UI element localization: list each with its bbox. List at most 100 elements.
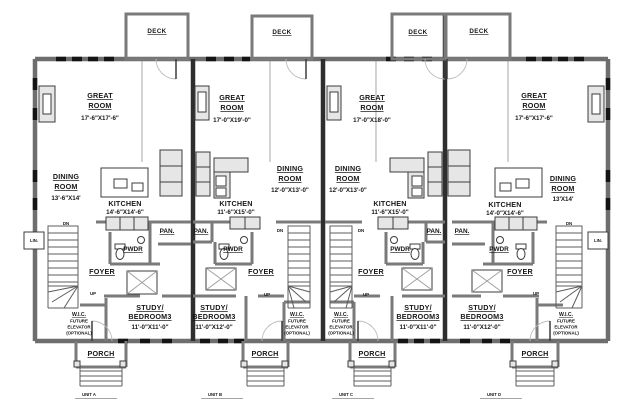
wic-a-name: W.I.C.: [72, 312, 87, 318]
kitchen-a-name: KITCHEN: [108, 199, 141, 208]
great-room-c-dims: 17'-0"X18'-0": [353, 117, 391, 124]
deck-b-outline: [250, 14, 314, 61]
unit-a: DECK: [23, 12, 191, 399]
unit-c-title: UNIT C: [339, 392, 353, 397]
porch-c-label: PORCH: [359, 349, 386, 358]
deck-d-outline: [444, 12, 512, 61]
elevator-box-b: [205, 267, 237, 291]
kitchen-b-dims: 11'-6"X15'-0": [217, 209, 254, 216]
pantry-d-label: PAN.: [455, 228, 470, 235]
powder-fixtures-c: [390, 236, 421, 260]
door-arcs-b: [261, 58, 307, 342]
study-d-name1: STUDY/: [468, 303, 496, 312]
kitchen-b-name: KITCHEN: [219, 199, 252, 208]
fireplace-b: [194, 85, 210, 121]
wic-b-name: W.I.C.: [290, 312, 305, 318]
kitchen-casework-a: [100, 149, 183, 231]
wic-c-sub3: (OPTIONAL): [328, 331, 354, 336]
kitchen-d-name: KITCHEN: [488, 200, 521, 209]
kitchen-c-name: KITCHEN: [373, 199, 406, 208]
study-b-name1: STUDY/: [200, 303, 228, 312]
deck-c-outline: [390, 12, 447, 61]
wic-b-sub1: FUTURE: [288, 319, 306, 324]
wic-a-sub3: (OPTIONAL): [66, 331, 92, 336]
deck-d-label: DECK: [469, 28, 488, 35]
fireplace-c: [326, 85, 342, 121]
study-b-dims: 11'-0"X12'-0": [195, 324, 232, 331]
wic-c-name: W.I.C.: [334, 312, 349, 318]
kitchen-d-dims: 14'-0"X14'-6": [486, 210, 524, 217]
pantry-a-label: PAN.: [160, 228, 175, 235]
pantry-b-label: PAN.: [194, 228, 209, 235]
elevator-box-a: [126, 270, 158, 295]
fireplace-a: [38, 85, 56, 123]
linen-d-label: LIN.: [594, 238, 602, 243]
powder-c-label: PWDR: [390, 246, 410, 253]
door-arcs-a: [91, 58, 177, 342]
porch-d: [509, 341, 560, 387]
study-c-name1: STUDY/: [404, 303, 432, 312]
stairs-a-dn-label: DN: [63, 221, 69, 226]
deck-c-label: DECK: [408, 29, 427, 36]
kitchen-a-dims: 14'-6"X14'-6": [106, 209, 144, 216]
wic-d-sub2: ELEVATOR: [554, 325, 578, 330]
elevator-box-d: [471, 269, 503, 293]
dining-d-name1: DINING: [550, 174, 577, 183]
powder-a-label: PWDR: [123, 246, 143, 253]
kitchen-casework-c: [377, 151, 443, 230]
powder-fixtures-b: [218, 236, 248, 260]
deck-b-label: DECK: [272, 29, 291, 36]
wic-d-sub1: FUTURE: [557, 319, 575, 324]
door-arcs-d: [446, 58, 551, 342]
great-room-b-dims: 17'-0"X19'-0": [213, 117, 251, 124]
stairs-b: [287, 225, 311, 309]
wic-d-sub3: (OPTIONAL): [553, 331, 579, 336]
great-room-b-name2: ROOM: [220, 103, 243, 112]
unit-d: DECK: [444, 12, 609, 399]
study-a-dims: 11'-0"X11'-0": [131, 324, 168, 331]
unit-b-title: UNIT B: [208, 392, 222, 397]
deck-a-label: DECK: [147, 28, 166, 35]
unit-a-title: UNIT A: [82, 392, 96, 397]
unit-d-title: UNIT D: [487, 392, 501, 397]
foyer-d-label: FOYER: [507, 267, 533, 276]
powder-fixtures-a: [114, 236, 145, 260]
stairs-a-up-label: UP: [90, 291, 96, 296]
wic-b-sub3: (OPTIONAL): [284, 331, 310, 336]
wic-c-sub1: FUTURE: [332, 319, 350, 324]
stairs-c: [329, 225, 353, 309]
great-room-a-name2: ROOM: [88, 101, 111, 110]
great-room-c-name1: GREAT: [359, 93, 385, 102]
wic-a-sub2: ELEVATOR: [67, 325, 91, 330]
dining-a-name2: ROOM: [54, 182, 77, 191]
porch-d-label: PORCH: [522, 349, 549, 358]
porch-c: [347, 341, 397, 387]
kitchen-casework-b: [195, 151, 261, 230]
kitchen-casework-d: [447, 149, 543, 231]
great-room-a-name1: GREAT: [87, 91, 113, 100]
dining-d-name2: ROOM: [551, 184, 574, 193]
dining-b-dims: 12'-0"X13'-0": [271, 187, 309, 194]
study-a-name1: STUDY/: [136, 303, 164, 312]
linen-a-label: LIN.: [30, 238, 38, 243]
study-d-name2: BEDROOM3: [460, 312, 503, 321]
stairs-d: [555, 225, 583, 309]
porch-b: [240, 341, 290, 387]
wic-c-sub2: ELEVATOR: [329, 325, 353, 330]
dining-b-name2: ROOM: [278, 174, 301, 183]
kitchen-c-dims: 11'-6"X15'-0": [371, 209, 408, 216]
foyer-c-label: FOYER: [358, 267, 384, 276]
powder-d-label: PWDR: [489, 246, 509, 253]
study-d-dims: 11'-0"X12'-0": [463, 324, 500, 331]
linen-closet-d: [587, 231, 609, 250]
great-room-d-name2: ROOM: [522, 101, 545, 110]
fireplace-d: [587, 85, 605, 123]
great-room-d-dims: 17'-6"X17'-6": [515, 115, 553, 122]
dining-a-name1: DINING: [53, 172, 80, 181]
porch-a: [73, 341, 128, 387]
elevator-box-c: [401, 267, 433, 291]
study-c-name2: BEDROOM3: [396, 312, 439, 321]
stairs-d-dn-label: DN: [566, 221, 572, 226]
